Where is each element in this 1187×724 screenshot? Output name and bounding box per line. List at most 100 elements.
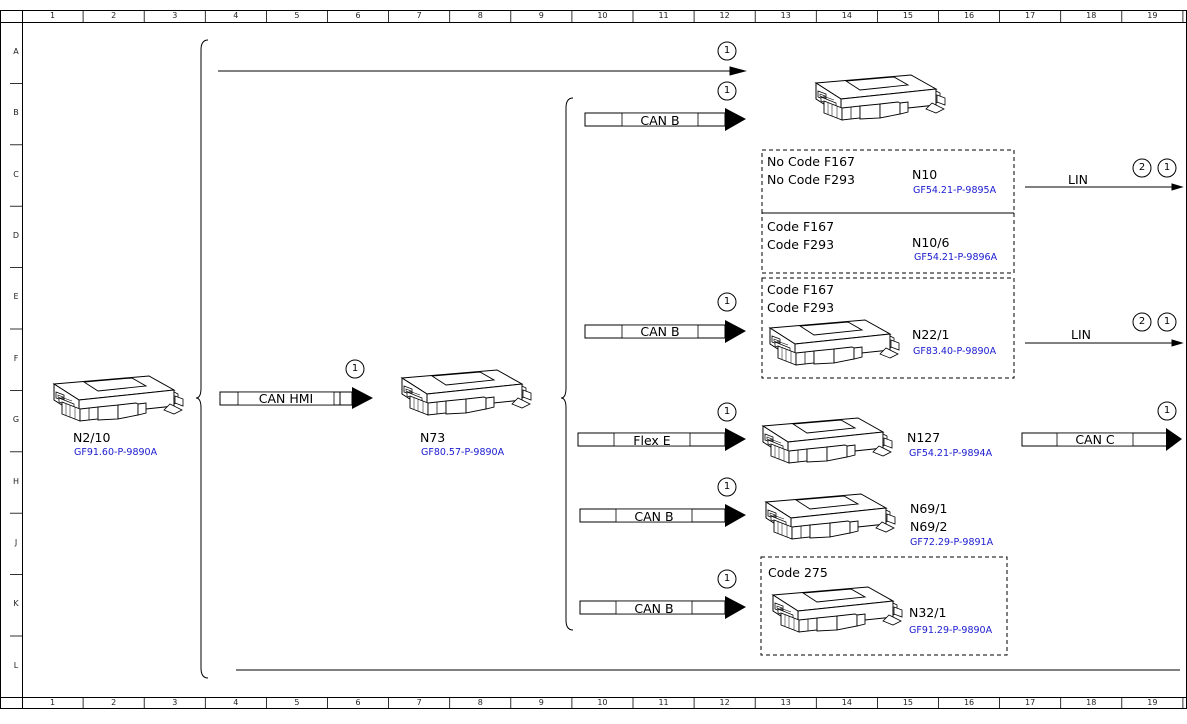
frame-column-label: 3 xyxy=(172,698,178,707)
frame-column-label: 19 xyxy=(1147,698,1158,707)
bus-lines xyxy=(195,39,1184,679)
lin-label-1: LIN xyxy=(1067,172,1088,187)
frame-column-label: 12 xyxy=(719,11,730,20)
frame-column-label: 14 xyxy=(841,698,852,707)
module-n73-name: N73 xyxy=(420,430,446,445)
can-b-arrow-2 xyxy=(584,320,746,343)
module-n127-name: N127 xyxy=(907,430,941,445)
n10-6-code-1: Code F167 xyxy=(767,219,835,234)
frame-column-label: 2 xyxy=(111,11,117,20)
control-unit-n32-1-icon xyxy=(772,586,903,633)
marker-1-lin-1: 1 xyxy=(1163,162,1171,173)
frame-column-label: 15 xyxy=(902,698,914,707)
control-unit-n2-10-icon xyxy=(53,375,184,422)
module-n10-6-doc-link[interactable]: GF54.21-P-9896A xyxy=(914,252,998,263)
frame-column-label: 13 xyxy=(780,11,791,20)
frame-column-label: 17 xyxy=(1025,11,1036,20)
frame-column-label: 10 xyxy=(597,11,608,20)
n10-6-code-2: Code F293 xyxy=(767,237,835,252)
frame-column-label: 1 xyxy=(50,698,56,707)
module-n127-doc-link[interactable]: GF54.21-P-9894A xyxy=(909,448,993,459)
frame-row-label: K xyxy=(13,599,19,609)
marker-circles xyxy=(345,41,1177,589)
frame-row-label: D xyxy=(12,230,20,240)
module-n10-name: N10 xyxy=(912,167,938,182)
can-c-label: CAN C xyxy=(1075,432,1115,447)
module-n32-1-doc-link[interactable]: GF91.29-P-9890A xyxy=(909,625,993,636)
frame-column-label: 12 xyxy=(719,698,730,707)
n10-code-2: No Code F293 xyxy=(767,172,855,187)
module-n10-doc-link[interactable]: GF54.21-P-9895A xyxy=(913,185,997,196)
frame-column-label: 4 xyxy=(233,698,239,707)
frame-column-label: 11 xyxy=(658,11,669,20)
marker-1-can-b-3: 1 xyxy=(723,481,731,492)
module-n22-1-name: N22/1 xyxy=(912,327,950,342)
frame-row-label: G xyxy=(12,415,20,425)
frame-column-label: 17 xyxy=(1025,698,1036,707)
frame-column-label: 3 xyxy=(172,11,178,20)
can-b-arrow-3 xyxy=(579,504,746,527)
module-n69-doc-link[interactable]: GF72.29-P-9891A xyxy=(910,537,994,548)
frame-column-label: 16 xyxy=(963,11,975,20)
lin-label-2: LIN xyxy=(1070,327,1091,342)
marker-1-can-b-4: 1 xyxy=(723,573,731,584)
frame-column-label: 6 xyxy=(355,698,361,707)
frame-column-label: 9 xyxy=(538,698,544,707)
can-b-arrow-4 xyxy=(579,596,746,619)
frame-column-label: 7 xyxy=(416,698,422,707)
can-b-label-2: CAN B xyxy=(640,324,680,339)
code-box-n22-1 xyxy=(761,277,1015,379)
frame-column-label: 10 xyxy=(597,698,608,707)
can-c-arrow xyxy=(1021,428,1182,451)
can-hmi-label: CAN HMI xyxy=(258,391,314,406)
frame-column-label: 18 xyxy=(1086,698,1097,707)
can-b-label-4: CAN B xyxy=(634,601,674,616)
frame-row-label: B xyxy=(13,108,19,118)
n22-1-code-2: Code F293 xyxy=(767,300,835,315)
flex-e-arrow xyxy=(577,428,746,451)
flex-e-label: Flex E xyxy=(633,433,671,448)
frame-column-label: 16 xyxy=(963,698,975,707)
module-n22-1-doc-link[interactable]: GF83.40-P-9890A xyxy=(913,346,997,357)
frame-row-label: L xyxy=(13,660,19,670)
code-boxes xyxy=(760,149,1015,656)
code-box-n32-1 xyxy=(760,556,1008,656)
can-hmi-arrow xyxy=(219,387,373,409)
control-unit-top-icon xyxy=(815,74,946,121)
n32-1-code-1: Code 275 xyxy=(768,565,828,580)
control-unit-n73-icon xyxy=(401,369,532,416)
frame-column-label: 14 xyxy=(841,11,852,20)
module-n2-10-name: N2/10 xyxy=(73,430,111,445)
module-n69-2-name: N69/2 xyxy=(910,519,948,534)
can-b-label-3: CAN B xyxy=(634,509,674,524)
frame-column-label: 1 xyxy=(50,11,56,20)
marker-1-can-c: 1 xyxy=(1163,405,1171,416)
module-n32-1-name: N32/1 xyxy=(909,605,947,620)
frame-column-label: 5 xyxy=(294,11,300,20)
code-box-n10-6 xyxy=(761,212,1015,274)
module-n69-1-name: N69/1 xyxy=(910,501,948,516)
frame-column-label: 9 xyxy=(538,11,544,20)
module-n73-doc-link[interactable]: GF80.57-P-9890A xyxy=(421,447,505,458)
frame-row-label: H xyxy=(12,476,19,486)
module-n2-10-doc-link[interactable]: GF91.60-P-9890A xyxy=(74,447,158,458)
marker-1-flex-e: 1 xyxy=(723,406,731,417)
frame-column-label: 11 xyxy=(658,698,669,707)
frame-column-label: 5 xyxy=(294,698,300,707)
frame-row-label: E xyxy=(13,292,19,302)
frame-column-label: 8 xyxy=(477,698,483,707)
marker-1-can-hmi: 1 xyxy=(351,363,359,374)
can-b-label-1: CAN B xyxy=(640,113,680,128)
frame-column-label: 19 xyxy=(1147,11,1158,20)
n22-1-code-1: Code F167 xyxy=(767,282,835,297)
frame-column-label: 15 xyxy=(902,11,914,20)
marker-1-can-b-2: 1 xyxy=(723,296,731,307)
bus-arrows xyxy=(219,108,1182,619)
can-b-arrow-1 xyxy=(584,108,746,131)
control-unit-n127-icon xyxy=(762,417,893,464)
marker-2-lin-2: 2 xyxy=(1138,316,1146,327)
frame-row-label: A xyxy=(13,46,19,56)
frame-row-label: F xyxy=(13,353,19,363)
marker-1-lin-2: 1 xyxy=(1163,316,1171,327)
